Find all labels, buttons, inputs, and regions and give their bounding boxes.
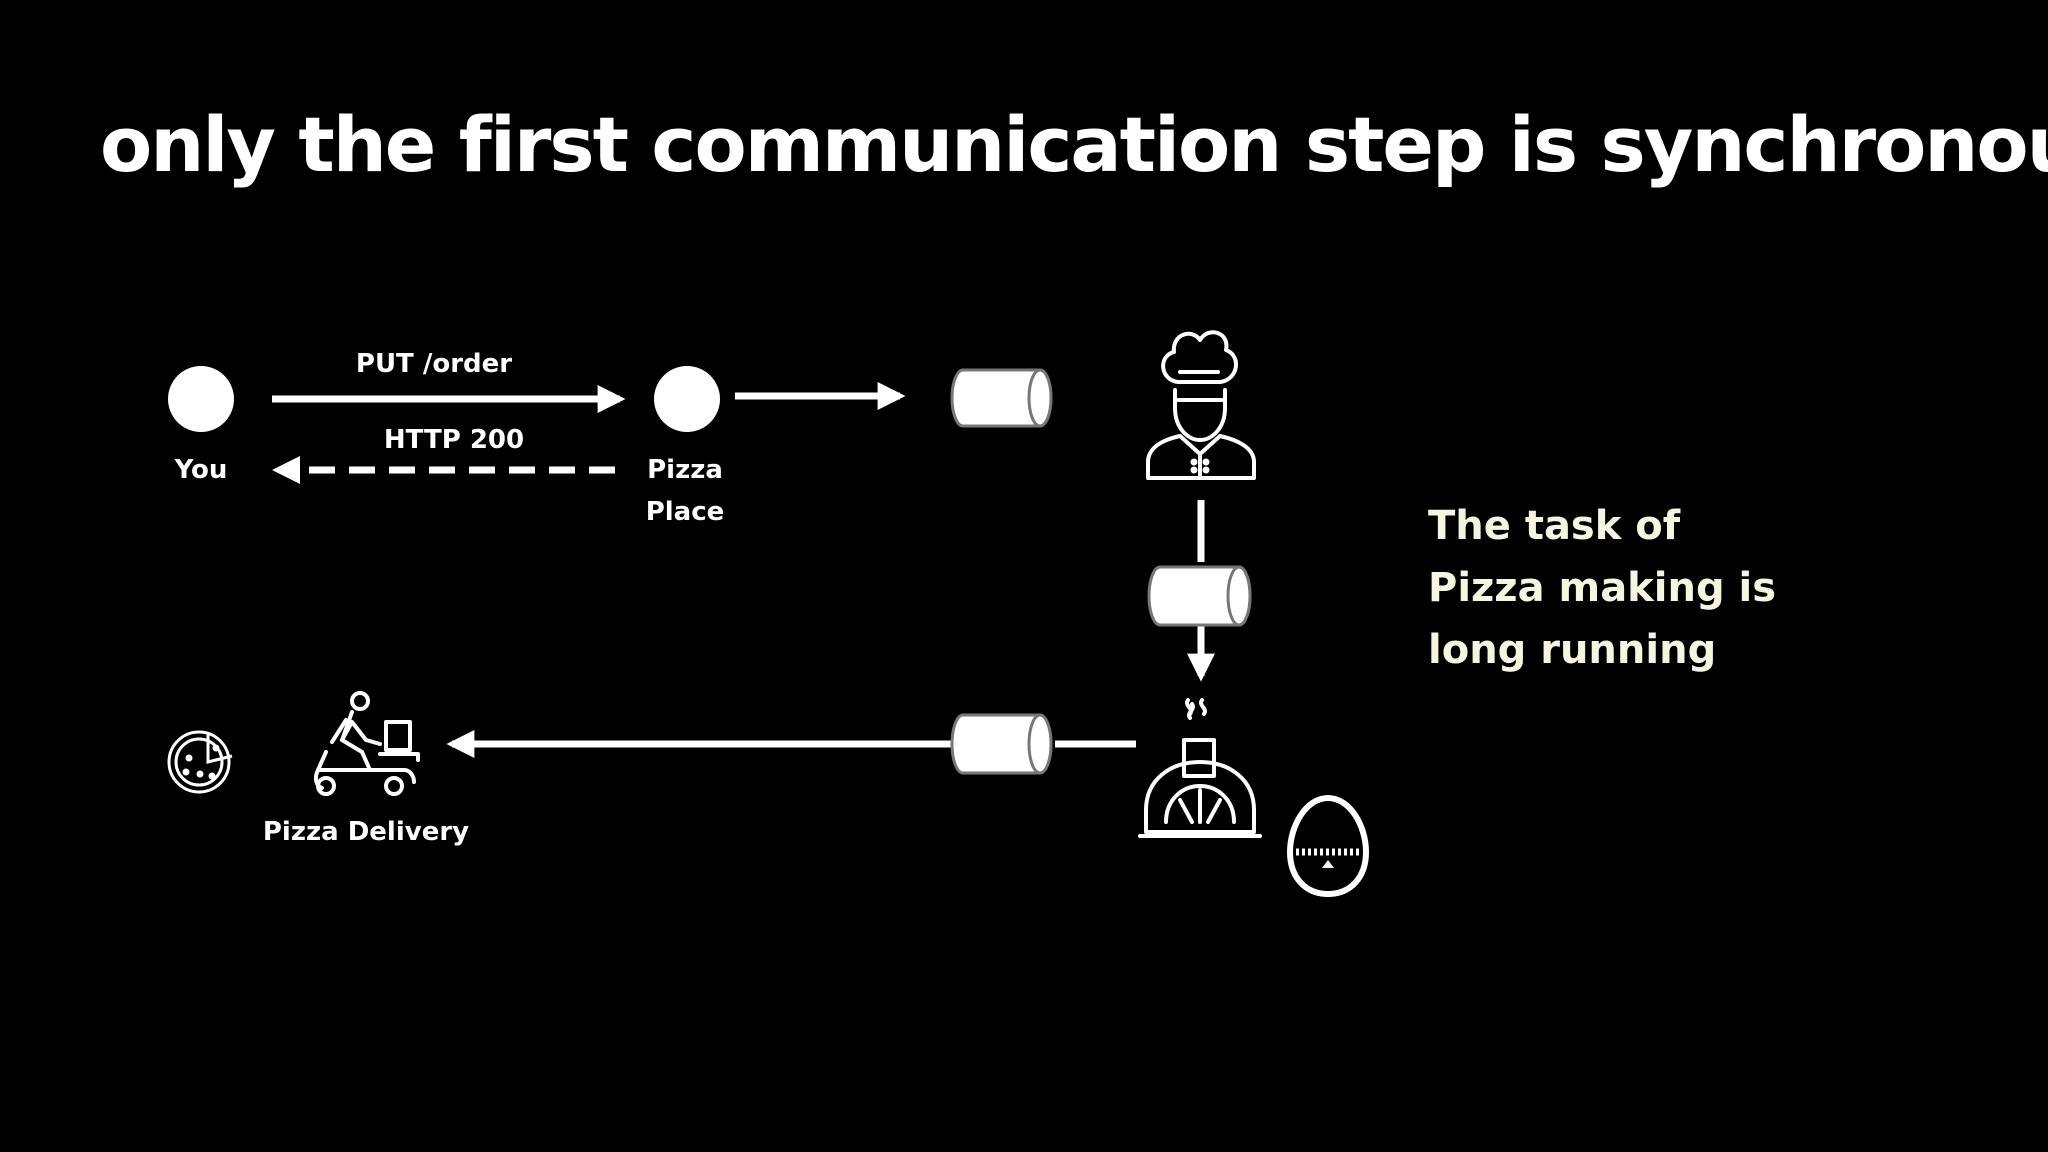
response-label: HTTP 200 [384, 425, 524, 455]
pizza-place-label-line2: Place [646, 497, 725, 527]
queue-icon [950, 713, 1053, 775]
slide-title: only the first communication step is syn… [100, 100, 2048, 189]
pizza-delivery-label: Pizza Delivery [263, 817, 469, 847]
you-label: You [174, 455, 228, 485]
pizza-place-label-line1: Pizza [647, 455, 723, 485]
request-label: PUT /order [356, 349, 512, 379]
queue-icon [950, 368, 1053, 428]
note-line: The task of [1428, 503, 1681, 549]
note-line: Pizza making is [1428, 565, 1777, 611]
response-arrowhead [272, 456, 300, 484]
pizza-making-note: The task of Pizza making is long running [1428, 495, 1776, 681]
pizza-icon [167, 730, 233, 794]
pizza-place-node [654, 366, 720, 432]
queue-icon [1147, 565, 1252, 627]
note-line: long running [1428, 627, 1717, 673]
delivery-scooter-icon [313, 691, 420, 796]
egg-timer-icon [1286, 794, 1370, 898]
pizza-oven-icon [1138, 698, 1262, 838]
you-node [168, 366, 234, 432]
chef-icon [1146, 330, 1256, 480]
